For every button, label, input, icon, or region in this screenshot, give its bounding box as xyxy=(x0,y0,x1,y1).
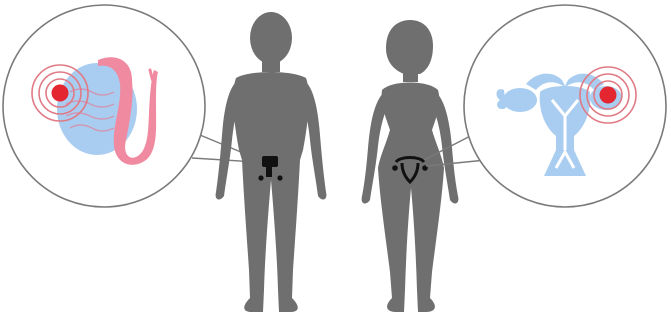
female-silhouette xyxy=(362,20,459,312)
female-callout xyxy=(464,5,666,207)
male-callout xyxy=(3,5,205,207)
